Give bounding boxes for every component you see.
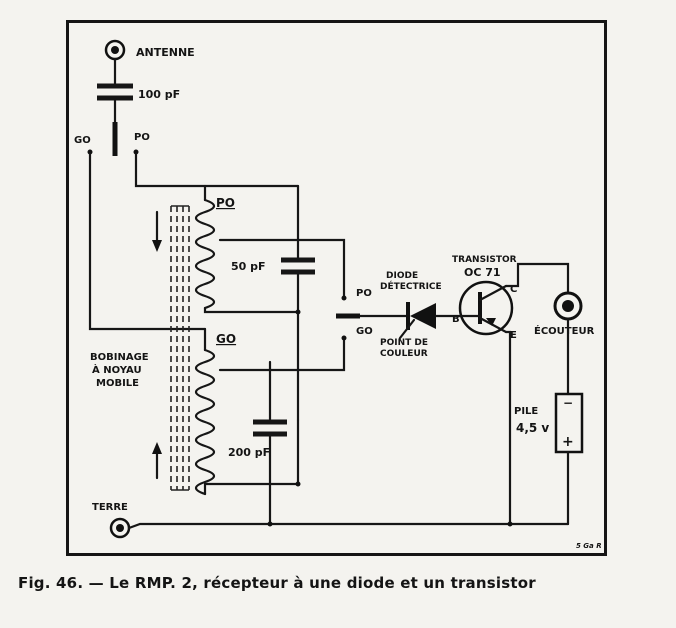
figure-caption: Fig. 46. — Le RMP. 2, récepteur à une di… <box>18 574 536 592</box>
color-point-label-1: POINT DE <box>380 338 428 348</box>
adjust-arrow-down-icon <box>152 210 162 252</box>
color-point-label-2: COULEUR <box>380 349 428 359</box>
capacitor-100pf <box>97 83 133 101</box>
go-coil-label: GO <box>216 332 236 346</box>
battery-plus: + <box>562 434 574 450</box>
switch-go-contact <box>341 335 347 341</box>
schematic-frame <box>66 20 607 556</box>
switch-go-label: GO <box>356 326 373 337</box>
capacitor-50pf-label: 50 pF <box>231 260 266 273</box>
rail-junction-1 <box>295 309 301 315</box>
po-coil-bottom-wire <box>203 306 300 314</box>
pin-e-label: E <box>510 330 517 341</box>
go-wire <box>88 152 207 331</box>
antenna-terminal <box>104 39 126 61</box>
pin-c-label: C <box>510 284 517 295</box>
antenna-label: ANTENNE <box>136 46 195 59</box>
capacitor-50pf <box>281 257 315 275</box>
collector-wire <box>504 262 570 294</box>
go-coil-bottom-wire <box>203 482 300 496</box>
go-contact-label: GO <box>74 135 91 146</box>
po-contact-label: PO <box>134 132 150 143</box>
color-point-pointer <box>398 318 416 340</box>
po-wire <box>134 152 300 188</box>
battery-minus: − <box>563 396 573 410</box>
ground-junction-1 <box>267 521 273 527</box>
drawing-reference: 5 Ga R <box>576 542 602 550</box>
earphone-jack <box>553 291 583 321</box>
emitter-wire <box>504 330 512 526</box>
ferrite-rod <box>170 205 190 491</box>
go-contact <box>87 149 93 155</box>
po-contact <box>133 149 139 155</box>
capacitor-100pf-label: 100 pF <box>138 88 180 101</box>
earphone-label: ÉCOUTEUR <box>534 324 595 337</box>
diode <box>406 302 436 330</box>
battery-label-2: 4,5 v <box>516 421 549 435</box>
ground-junction-2 <box>507 521 513 527</box>
rail-junction-2 <box>295 481 301 487</box>
go-coil <box>194 348 216 496</box>
coil-assembly-label-1: BOBINAGE <box>90 352 149 363</box>
go-tap-wire <box>218 338 346 372</box>
battery-label-1: PILE <box>514 406 538 417</box>
ground-terminal <box>109 517 131 539</box>
pin-b-label: B <box>452 314 460 325</box>
capacitor-200pf-label: 200 pF <box>228 446 270 459</box>
coil-assembly-label-2: À NOYAU <box>92 363 142 376</box>
po-coil <box>194 198 216 310</box>
transistor-oc71 <box>458 280 514 336</box>
adjust-arrow-up-icon <box>152 442 162 480</box>
po-tap-wire <box>218 238 346 298</box>
diode-label-2: DÉTECTRICE <box>380 280 442 292</box>
switch-po-label: PO <box>356 288 372 299</box>
coil-assembly-label-3: MOBILE <box>96 378 139 389</box>
diode-label-1: DIODE <box>386 271 418 281</box>
ground-bus <box>127 522 570 530</box>
ground-label: TERRE <box>92 502 128 513</box>
po-coil-label: PO <box>216 196 235 210</box>
switch-po-contact <box>341 295 347 301</box>
transistor-label-1: TRANSISTOR <box>452 255 517 265</box>
transistor-label-2: OC 71 <box>464 266 501 279</box>
capacitor-200pf <box>253 419 287 437</box>
